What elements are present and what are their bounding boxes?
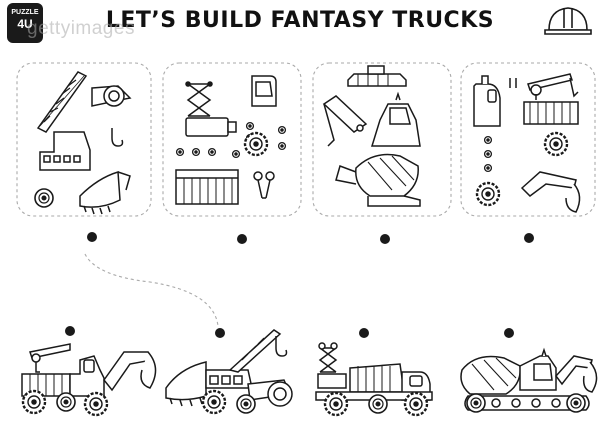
parts-panel-2 <box>162 62 302 217</box>
badge-line2: 4U <box>17 17 33 31</box>
panel-1-parts <box>34 71 132 215</box>
helmet-icon <box>544 7 592 35</box>
top-dot-2 <box>237 234 247 244</box>
bottom-dot-2 <box>215 328 225 338</box>
page-title: LET’S BUILD FANTASY TRUCKS <box>105 8 495 33</box>
truck-2 <box>165 329 293 415</box>
example-dashed-line <box>84 253 219 327</box>
badge-line1: PUZZLE <box>11 9 39 16</box>
top-dot-4 <box>524 233 534 243</box>
truck-1 <box>21 343 157 417</box>
panel-2-parts <box>175 75 287 205</box>
parts-panel-1 <box>16 62 152 217</box>
truck-4 <box>460 347 598 413</box>
watermark: gettyimages <box>27 18 135 39</box>
connection-dots <box>65 232 534 338</box>
top-dot-3 <box>380 234 390 244</box>
truck-3 <box>315 342 433 417</box>
logo-badge: PUZZLE 4U <box>7 3 43 43</box>
bottom-dot-4 <box>504 328 514 338</box>
bottom-dot-3 <box>359 328 369 338</box>
bottom-dot-1 <box>65 326 75 336</box>
panel-4-parts <box>473 73 581 213</box>
top-dot-1 <box>87 232 97 242</box>
panel-3-parts <box>322 65 421 207</box>
parts-panel-3 <box>312 62 452 217</box>
parts-panel-4 <box>460 62 596 217</box>
